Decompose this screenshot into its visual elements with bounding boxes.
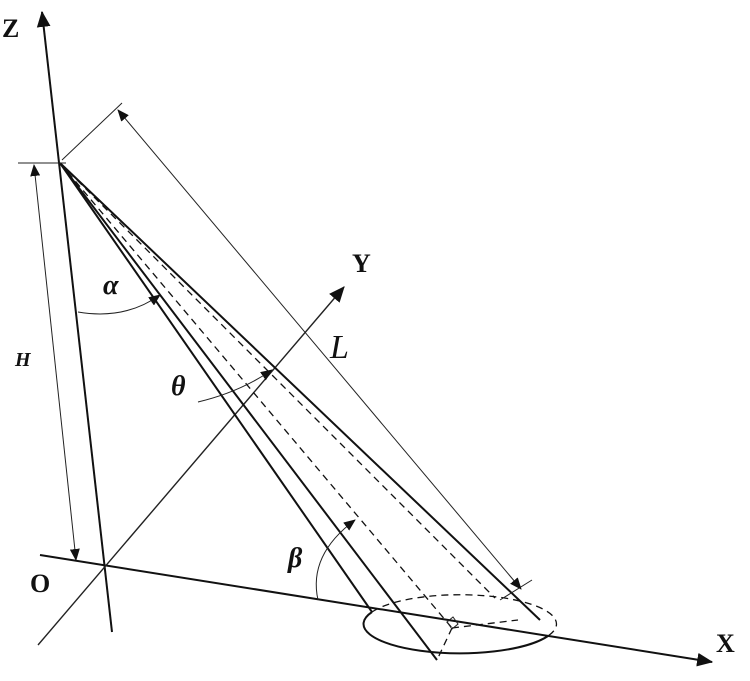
z-axis — [36, 10, 113, 633]
base-ellipse-front — [362, 611, 549, 655]
y-axis — [37, 286, 345, 646]
height-label: H — [14, 349, 32, 371]
cone-left-edge — [59, 162, 438, 661]
alpha-label: α — [103, 270, 119, 301]
origin-label: O — [30, 569, 50, 598]
x-axis — [39, 554, 714, 667]
cone-back-edge-dashed — [59, 162, 496, 599]
length-extension-top — [61, 102, 123, 161]
alpha-arc — [77, 294, 161, 315]
beta-label: β — [287, 543, 303, 574]
cone-inner-edge — [59, 162, 373, 613]
length-dimension-line — [117, 109, 522, 590]
right-angle-marker — [446, 616, 459, 630]
length-extension-bottom — [499, 579, 533, 601]
foot-segment-dashed — [436, 627, 453, 661]
beta-arc — [315, 519, 356, 601]
base-ellipse-back — [371, 594, 558, 637]
length-label: L — [329, 329, 349, 366]
theta-label: θ — [171, 371, 186, 402]
cone-axis-dashed — [59, 162, 453, 629]
theta-arc — [197, 369, 273, 403]
height-dimension-line — [30, 164, 80, 561]
y-axis-label: Y — [352, 249, 371, 278]
x-axis-label: X — [716, 629, 735, 658]
z-axis-label: Z — [2, 14, 19, 43]
